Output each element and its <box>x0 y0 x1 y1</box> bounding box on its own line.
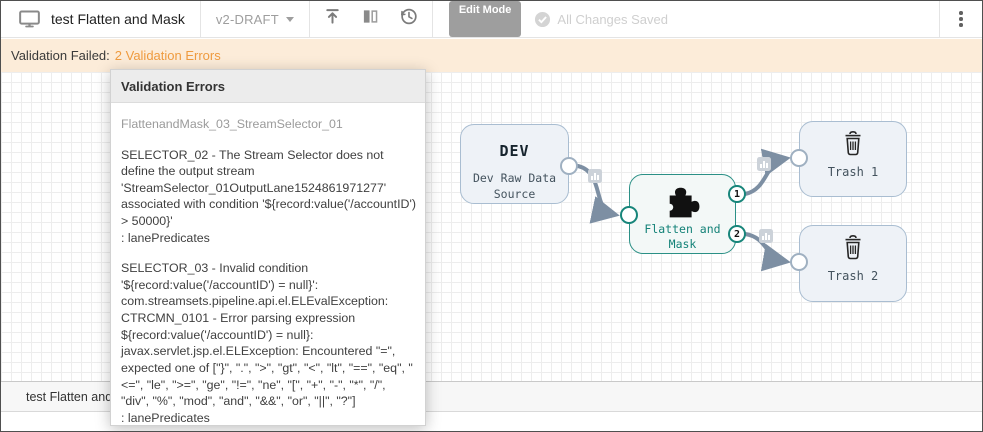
caret-down-icon <box>285 16 294 22</box>
trash-icon <box>800 234 906 261</box>
node-trash-1[interactable]: Trash 1 <box>799 121 907 197</box>
version-dropdown[interactable]: v2-DRAFT <box>201 1 309 37</box>
popup-title: Validation Errors <box>111 70 425 103</box>
metrics-icon[interactable] <box>757 157 771 171</box>
save-status: All Changes Saved <box>534 1 668 37</box>
version-label: v2-DRAFT <box>215 11 279 27</box>
node-flatten-and-mask[interactable]: Flatten and Mask <box>629 174 736 254</box>
metrics-icon[interactable] <box>759 229 773 243</box>
node-trash-2[interactable]: Trash 2 <box>799 225 907 302</box>
toolbar-divider <box>431 1 433 37</box>
output-port-number: 1 <box>733 188 741 200</box>
flatten-output-port-1[interactable]: 1 <box>728 185 746 203</box>
validation-error-message: SELECTOR_02 - The Stream Selector does n… <box>121 147 416 245</box>
more-options-button[interactable] <box>940 1 982 37</box>
validation-errors-popup: Validation Errors FlattenandMask_03_Stre… <box>110 69 426 426</box>
node-dev-raw-data-source[interactable]: DEV Dev Raw Data Source <box>460 124 569 204</box>
history-icon <box>399 7 418 31</box>
publish-button[interactable] <box>314 1 352 37</box>
kebab-menu-icon <box>959 11 963 15</box>
toolbar-spacer <box>668 1 939 37</box>
node-label: Flatten and Mask <box>644 222 721 251</box>
history-button[interactable] <box>390 1 428 37</box>
check-circle-icon <box>534 11 551 28</box>
toolbar-divider <box>308 1 310 37</box>
trash2-input-port[interactable] <box>790 253 808 271</box>
pipeline-title: test Flatten and Mask <box>51 11 185 27</box>
dev-output-port[interactable] <box>560 157 578 175</box>
compare-button[interactable] <box>352 1 390 37</box>
node-type-label: DEV <box>499 142 530 160</box>
validation-error-message: SELECTOR_03 - Invalid condition '${recor… <box>121 261 413 425</box>
flatten-output-port-2[interactable]: 2 <box>728 225 746 243</box>
trash-icon <box>800 130 906 157</box>
node-label: Dev Raw Data Source <box>472 171 557 201</box>
validation-failed-label: Validation Failed: <box>11 48 110 63</box>
node-label: Trash 1 <box>827 165 879 179</box>
publish-icon <box>324 8 341 30</box>
save-status-text: All Changes Saved <box>557 11 668 27</box>
compare-icon <box>362 8 379 30</box>
monitor-icon <box>19 10 40 28</box>
edit-mode-badge: Edit Mode <box>448 1 522 37</box>
error-stage-name: FlattenandMask_03_StreamSelector_01 <box>121 117 343 131</box>
toolbar-divider <box>199 1 201 37</box>
output-port-number: 2 <box>733 228 741 240</box>
puzzle-icon <box>630 183 735 219</box>
trash1-input-port[interactable] <box>790 149 808 167</box>
bottom-panel-title: test Flatten and <box>26 389 113 404</box>
validation-errors-link[interactable]: 2 Validation Errors <box>114 48 221 63</box>
flatten-input-port[interactable] <box>620 206 638 224</box>
validation-status-bar: Validation Failed: 2 Validation Errors <box>1 39 982 72</box>
popup-body: FlattenandMask_03_StreamSelector_01 SELE… <box>111 103 425 425</box>
node-label: Trash 2 <box>827 269 879 283</box>
toolbar-divider <box>939 1 940 37</box>
pipeline-toolbar: test Flatten and Mask v2-DRAFT Edit Mode <box>1 1 982 38</box>
metrics-icon[interactable] <box>588 169 602 183</box>
